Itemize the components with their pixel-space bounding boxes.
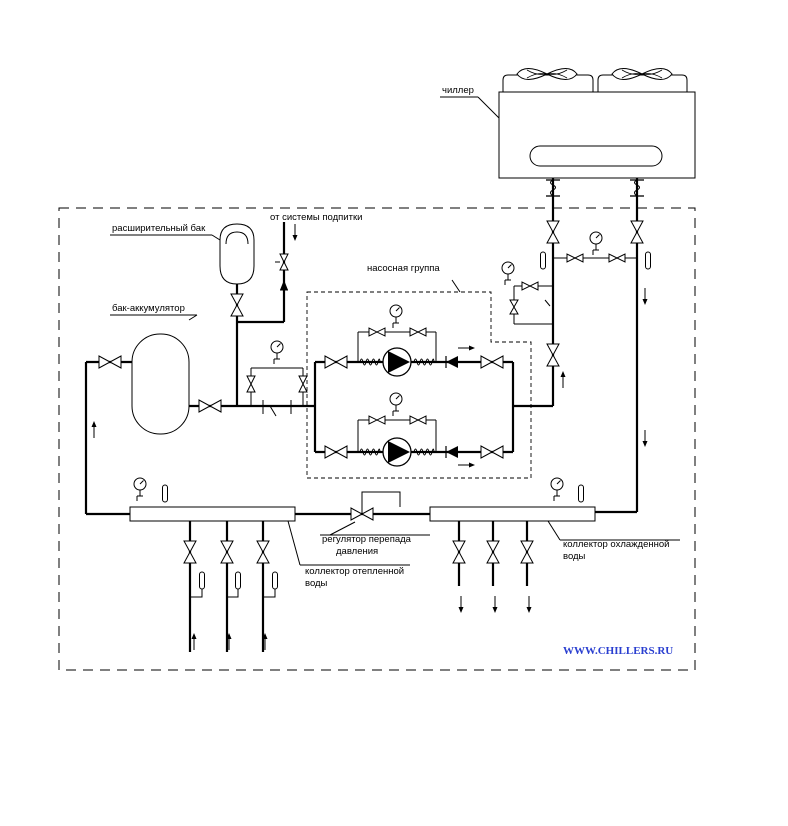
flow-arrow-icon bbox=[91, 420, 97, 439]
cold-collector-label-line2: воды bbox=[563, 551, 586, 562]
gate-valve-icon[interactable] bbox=[409, 415, 427, 425]
warm-collector-label-line1: коллектор отепленной bbox=[305, 566, 404, 577]
expansion-tank-label: расширительный бак bbox=[112, 223, 206, 234]
chiller: чиллер bbox=[440, 68, 696, 179]
gate-valve-icon[interactable] bbox=[220, 540, 234, 564]
flow-arrow-icon bbox=[492, 595, 498, 614]
website-watermark[interactable]: WWW.CHILLERS.RU bbox=[563, 645, 673, 657]
chiller-label: чиллер bbox=[442, 85, 474, 96]
gate-valve-icon[interactable] bbox=[368, 327, 386, 337]
gate-valve-icon[interactable] bbox=[546, 343, 560, 367]
check-valve-icon bbox=[445, 355, 459, 369]
fan-icon bbox=[516, 68, 578, 80]
gate-valve-icon[interactable] bbox=[368, 415, 386, 425]
makeup-line: от системы подпитки bbox=[270, 212, 362, 322]
pressure-gauge-icon bbox=[270, 340, 284, 365]
pump-icon[interactable] bbox=[382, 347, 412, 377]
flow-arrow-icon bbox=[458, 595, 464, 614]
accumulator-label: бак-аккумулятор bbox=[112, 303, 185, 314]
pressure-differential-regulator: регулятор перепада давления bbox=[295, 491, 430, 557]
gate-valve-icon[interactable] bbox=[521, 281, 539, 291]
regulator-label-line1: регулятор перепада bbox=[322, 534, 412, 545]
pump-line-1 bbox=[315, 304, 513, 377]
flow-arrow-icon bbox=[191, 632, 197, 651]
pump-group-label: насосная группа bbox=[367, 263, 440, 274]
warm-collector-label-line2: воды bbox=[305, 578, 328, 589]
heat-exchanger bbox=[529, 145, 663, 167]
flow-arrow-icon bbox=[457, 462, 476, 468]
cold-collector-label-line1: коллектор охлажденной bbox=[563, 539, 669, 550]
warm-water-collector: коллектор отепленной воды bbox=[129, 477, 410, 652]
thermometer-icon bbox=[578, 484, 584, 503]
gate-valve-icon[interactable] bbox=[324, 355, 348, 369]
chiller-body bbox=[498, 91, 696, 179]
thermometer-icon bbox=[540, 251, 546, 270]
thermometer-icon bbox=[199, 571, 205, 590]
gate-valve-icon[interactable] bbox=[486, 540, 500, 564]
makeup-label: от системы подпитки bbox=[270, 212, 362, 223]
gate-valve-icon[interactable] bbox=[256, 540, 270, 564]
gate-valve-icon[interactable] bbox=[480, 445, 504, 459]
regulator-label-line2: давления bbox=[336, 546, 378, 557]
gate-valve-icon[interactable] bbox=[546, 220, 560, 244]
pressure-gauge-icon bbox=[389, 304, 403, 329]
pressure-gauge-icon bbox=[133, 477, 147, 502]
gate-valve-icon[interactable] bbox=[230, 293, 244, 317]
flow-arrow-icon bbox=[526, 595, 532, 614]
gate-valve-icon[interactable] bbox=[198, 399, 222, 413]
thermometer-icon bbox=[235, 571, 241, 590]
pressure-gauge-icon bbox=[501, 261, 515, 286]
pressure-gauge-icon bbox=[389, 392, 403, 417]
gate-valve-icon[interactable] bbox=[409, 327, 427, 337]
system-boundary bbox=[58, 207, 696, 671]
pump-line-2 bbox=[315, 392, 513, 468]
check-valve-icon bbox=[445, 445, 459, 459]
gate-valve-icon[interactable] bbox=[183, 540, 197, 564]
gate-valve-icon[interactable] bbox=[480, 355, 504, 369]
gate-valve-icon[interactable] bbox=[520, 540, 534, 564]
gate-valve-icon[interactable] bbox=[608, 253, 626, 263]
flow-arrow-icon bbox=[642, 287, 648, 306]
flow-arrow-icon bbox=[292, 223, 298, 242]
gate-valve-icon[interactable] bbox=[98, 355, 122, 369]
thermometer-icon bbox=[645, 251, 651, 270]
gate-valve-icon[interactable] bbox=[324, 445, 348, 459]
thermometer-icon bbox=[162, 484, 168, 503]
flow-arrow-icon bbox=[457, 345, 476, 351]
pump-icon[interactable] bbox=[382, 437, 412, 467]
fan-icon bbox=[611, 68, 673, 80]
expansion-tank: расширительный бак bbox=[110, 223, 284, 406]
thermometer-icon bbox=[272, 571, 278, 590]
pump-group-boundary bbox=[306, 291, 532, 479]
gate-valve-icon[interactable] bbox=[566, 253, 584, 263]
accumulator-tank: бак-аккумулятор bbox=[110, 303, 198, 435]
pressure-gauge-icon bbox=[550, 477, 564, 502]
flow-arrow-icon bbox=[560, 370, 566, 389]
gate-valve-icon[interactable] bbox=[452, 540, 466, 564]
flow-arrow-icon bbox=[642, 429, 648, 448]
chilled-water-collector: коллектор охлажденной воды bbox=[429, 477, 680, 614]
gate-valve-icon[interactable] bbox=[630, 220, 644, 244]
pressure-gauge-icon bbox=[589, 231, 603, 256]
